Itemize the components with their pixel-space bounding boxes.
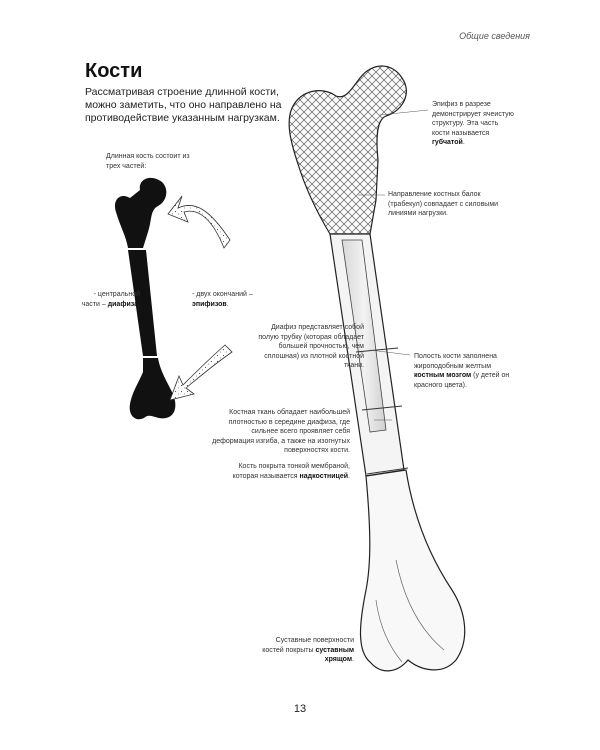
- marrow-annotation-suffix: (у детей он красного цвета).: [414, 372, 510, 389]
- cartilage-annotation-suffix: .: [352, 656, 354, 663]
- marrow-annotation-text: Полость кости заполнена жироподобным жел…: [414, 353, 497, 370]
- femur-head-spongy: [288, 65, 407, 235]
- small-femur-silhouette: [114, 177, 176, 420]
- epiphyses-label: - двух окончаний – эпифизов.: [192, 290, 266, 309]
- diaphysis-tube-annotation: Диафиз представляет собой полую трубку (…: [258, 324, 364, 369]
- epiphyses-term: эпифизов: [192, 300, 227, 308]
- diaphysis-term: диафиза: [107, 300, 139, 308]
- spongy-term: губчатой: [432, 139, 463, 146]
- femur-distal-end: [359, 469, 466, 672]
- periosteum-term: надкостницей: [299, 472, 349, 480]
- periosteum-annotation: Кость покрыта тонкой мембраной, которая …: [212, 462, 350, 481]
- page-number: 13: [293, 703, 307, 715]
- arrow-to-top-epiphysis: [167, 195, 231, 249]
- cartilage-annotation-text: Суставные поверхности костей покрыты: [262, 637, 354, 654]
- trabeculae-annotation: Направление костных балок (трабекул) сов…: [388, 191, 499, 217]
- diaphysis-label-suffix: ;: [138, 300, 140, 308]
- diaphysis-label: - центральной части – диафиза;: [80, 290, 140, 309]
- periosteum-annotation-suffix: .: [348, 472, 350, 480]
- page-title: Кости: [85, 60, 143, 82]
- section-title: Общие сведения: [459, 31, 530, 41]
- small-bone-caption: Длинная кость состоит из трех частей:: [106, 153, 190, 170]
- intro-paragraph: Рассматривая строение длинной кости, мож…: [85, 86, 282, 124]
- large-femur-drawing: [288, 65, 466, 672]
- epiphysis-annotation-text: Эпифиз в разрезе демонстрирует ячеистую …: [432, 101, 514, 137]
- epiphyses-label-prefix: - двух окончаний –: [192, 291, 253, 298]
- arrow-to-bottom-epiphysis: [169, 344, 233, 401]
- marrow-cavity: [341, 239, 387, 433]
- cartilage-annotation: Суставные поверхности костей покрыты сус…: [254, 636, 354, 665]
- marrow-annotation: Полость кости заполнена жироподобным жел…: [414, 352, 514, 390]
- epiphysis-annotation-suffix: .: [462, 139, 465, 146]
- epiphyses-label-suffix: .: [226, 300, 229, 308]
- density-annotation: Костная ткань обладает наибольшей плотно…: [212, 409, 350, 454]
- cartilage-term: суставным хрящом: [315, 646, 354, 664]
- diaphysis-label-prefix: - центральной части –: [81, 291, 140, 308]
- yellow-marrow-term: костным мозгом: [414, 372, 472, 379]
- periosteum-annotation-text: Кость покрыта тонкой мембраной, которая …: [232, 463, 350, 480]
- epiphysis-annotation: Эпифиз в разрезе демонстрирует ячеистую …: [432, 100, 514, 148]
